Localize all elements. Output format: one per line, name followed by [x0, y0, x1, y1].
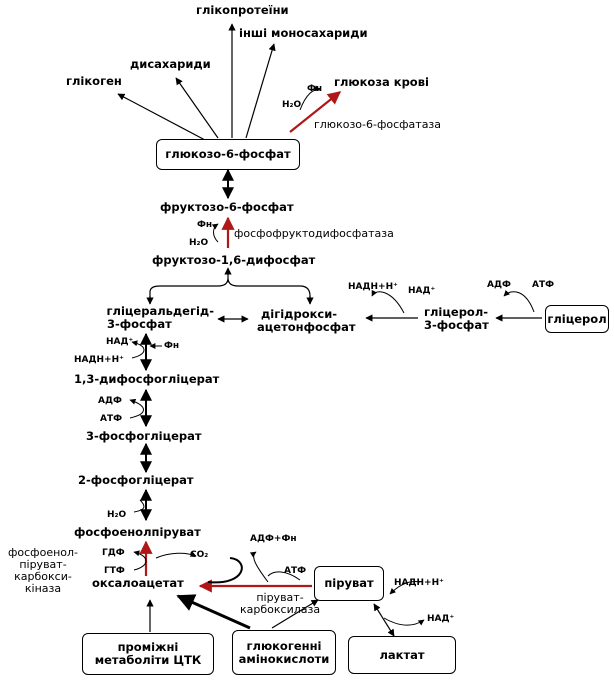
cofactor-h2o-fbpase: H₂O — [189, 238, 209, 248]
arrow-aa-oaa — [176, 594, 251, 630]
dhap-line1: дігідрокси- — [261, 307, 338, 321]
curve-atp-adp-pgk — [129, 398, 144, 419]
node-glycerol: гліцерол — [545, 305, 609, 333]
node-glycerol-3-phosphate: гліцерол- 3-фосфат — [424, 306, 489, 332]
curve-nadh-nad-ldh — [389, 581, 421, 595]
node-dihydroxyacetone-phosphate: дігідрокси- ацетонфосфат — [257, 308, 356, 334]
curve-gtp-gdp — [133, 550, 147, 571]
aa-line2: амінокислоти — [238, 651, 330, 666]
pepck-line1: фосфоенол- — [8, 546, 79, 559]
cofactor-gtp: ГТФ — [104, 566, 125, 576]
node-glycoproteins: глікопротеїни — [196, 3, 289, 17]
cofactor-nad-gapdh: НАД⁺ — [106, 337, 134, 347]
pepck-line3: карбокси- — [14, 570, 72, 583]
cofactor-adp-pi: АДФ+Фн — [250, 534, 297, 544]
cofactor-nadh-g3pdh: НАДН+Н⁺ — [348, 282, 398, 292]
node-lactate: лактат — [348, 636, 456, 674]
cofactor-h2o-enolase: H₂O — [107, 510, 127, 520]
node-fructose-6-phosphate: фруктозо-6-фосфат — [160, 200, 294, 214]
cofactor-nadh-gapdh: НАДН+Н⁺ — [74, 355, 124, 365]
arrow-to-disaccharides — [175, 77, 219, 139]
node-pyruvate: піруват — [314, 566, 384, 601]
pepck-line2: піруват- — [19, 558, 67, 571]
cofactor-nad-g3pdh: НАД⁺ — [408, 286, 436, 296]
g3p-line1: гліцерол- — [424, 305, 489, 319]
pc-line1: піруват- — [256, 591, 304, 604]
arrow-to-blood-glucose — [289, 91, 342, 133]
pepck-line4: кіназа — [24, 582, 62, 595]
tca-line1: проміжні — [117, 640, 179, 654]
node-disaccharides: дисахариди — [130, 57, 211, 71]
curve-h2o-pi-g6pase — [299, 85, 321, 111]
aa-line1: глюкогенні — [246, 638, 322, 653]
cofactor-nadh-ldh: НАДН+Н⁺ — [394, 578, 444, 588]
curve-h2o-enolase — [133, 499, 145, 513]
node-3-phosphoglycerate: 3-фосфогліцерат — [86, 429, 202, 443]
cofactor-nad-ldh: НАД⁺ — [427, 614, 455, 624]
node-glyceraldehyde-3-phosphate: гліцеральдегід- 3-фосфат — [90, 305, 214, 331]
tca-line2: метаболіти ЦТК — [94, 653, 202, 667]
enzyme-glucose-6-phosphatase: глюкозо-6-фосфатаза — [314, 118, 442, 131]
curve-co2-release — [155, 551, 197, 559]
cofactor-pi-gapdh: Фн — [164, 341, 180, 351]
node-glycogen: глікоген — [66, 74, 122, 88]
arrow-lactate-pyruvate — [373, 603, 395, 637]
cofactor-gdp: ГДФ — [102, 548, 125, 558]
curve-nad-nadh — [371, 289, 405, 314]
node-glucose-6-phosphate: глюкозо-6-фосфат — [156, 139, 300, 170]
dhap-line2: ацетонфосфат — [257, 320, 356, 334]
gap-line2: 3-фосфат — [107, 317, 172, 331]
enzyme-pyruvate-carboxylase: піруват- карбоксилаза — [240, 592, 320, 616]
curve-co2-atp-adp — [207, 557, 243, 584]
arrow-to-other-mono — [245, 43, 276, 139]
cofactor-co2-pepck: CO₂ — [190, 550, 209, 560]
pc-line2: карбоксилаза — [240, 603, 321, 616]
node-1-3-bisphosphoglycerate: 1,3-дифосфогліцерат — [74, 372, 220, 386]
node-fructose-1-6-bisphosphate: фруктозо-1,6-дифосфат — [152, 253, 316, 267]
cofactor-h2o-g6pase: H₂O — [282, 100, 302, 110]
cofactor-adp-pgk: АДФ — [98, 396, 122, 406]
curve-h2o-pi-fbpase — [211, 223, 219, 243]
node-glucogenic-amino-acids: глюкогенні амінокислоти — [232, 630, 336, 675]
node-phosphoenolpyruvate: фосфоенолпіруват — [74, 525, 201, 539]
enzyme-pepck: фосфоенол- піруват- карбокси- кіназа — [8, 547, 78, 595]
curve-atp-adp — [503, 290, 535, 313]
cofactor-adp-glycerol-kinase: АДФ — [487, 280, 511, 290]
node-2-phosphoglycerate: 2-фосфогліцерат — [78, 473, 194, 487]
g3p-line2: 3-фосфат — [424, 318, 489, 332]
cofactor-pi-g6pase: Фн — [307, 84, 323, 94]
cofactor-atp-pgk: АТФ — [100, 414, 123, 424]
node-tca-intermediates: проміжні метаболіти ЦТК — [82, 633, 214, 675]
cofactor-atp-glycerol-kinase: АТФ — [532, 280, 555, 290]
arrow-aa-pyruvate — [271, 599, 319, 629]
cofactor-pi-fbpase: Фн — [197, 220, 213, 230]
arrow-to-glycogen — [117, 93, 206, 141]
node-other-monosaccharides: інші моносахариди — [239, 26, 368, 40]
gap-line1: гліцеральдегід- — [106, 304, 214, 318]
branch-f16bp-trioses — [149, 277, 311, 304]
curve-nadh-nad-pi — [131, 340, 145, 359]
cofactor-atp-pc: АТФ — [284, 566, 307, 576]
node-blood-glucose: глюкоза крові — [334, 75, 429, 89]
enzyme-fructose-bisphosphatase: фосфофруктодифосфатаза — [234, 227, 394, 240]
node-oxaloacetate: оксалоацетат — [92, 576, 184, 590]
